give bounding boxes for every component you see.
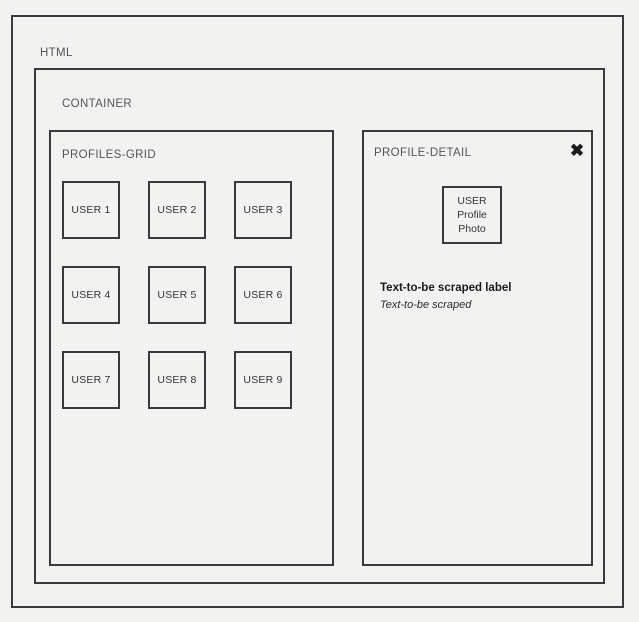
container-label: CONTAINER bbox=[62, 98, 133, 110]
profile-photo-line-1: USER bbox=[457, 195, 487, 207]
user-card-1[interactable]: USER 1 bbox=[62, 181, 120, 239]
profile-detail-label: PROFILE-DETAIL bbox=[374, 147, 472, 159]
profiles-grid-label: PROFILES-GRID bbox=[62, 149, 157, 161]
user-card-2[interactable]: USER 2 bbox=[148, 181, 206, 239]
profile-photo-line-3: Photo bbox=[458, 223, 486, 235]
user-card-9[interactable]: USER 9 bbox=[234, 351, 292, 409]
user-card-5[interactable]: USER 5 bbox=[148, 266, 206, 324]
close-icon[interactable]: ✖ bbox=[569, 140, 585, 160]
profile-detail-panel bbox=[362, 130, 593, 566]
profile-photo-line-2: Profile bbox=[457, 209, 487, 221]
scraped-text-label: Text-to-be scraped label bbox=[380, 282, 512, 294]
profile-photo-placeholder: USER Profile Photo bbox=[442, 186, 502, 244]
html-label: HTML bbox=[40, 47, 73, 59]
user-card-3[interactable]: USER 3 bbox=[234, 181, 292, 239]
user-card-7[interactable]: USER 7 bbox=[62, 351, 120, 409]
scraped-text-value: Text-to-be scraped bbox=[380, 299, 472, 311]
user-grid: USER 1 USER 2 USER 3 USER 4 USER 5 USER … bbox=[62, 181, 292, 409]
user-card-4[interactable]: USER 4 bbox=[62, 266, 120, 324]
user-card-6[interactable]: USER 6 bbox=[234, 266, 292, 324]
scraped-text-block: Text-to-be scraped label Text-to-be scra… bbox=[380, 280, 580, 313]
user-card-8[interactable]: USER 8 bbox=[148, 351, 206, 409]
